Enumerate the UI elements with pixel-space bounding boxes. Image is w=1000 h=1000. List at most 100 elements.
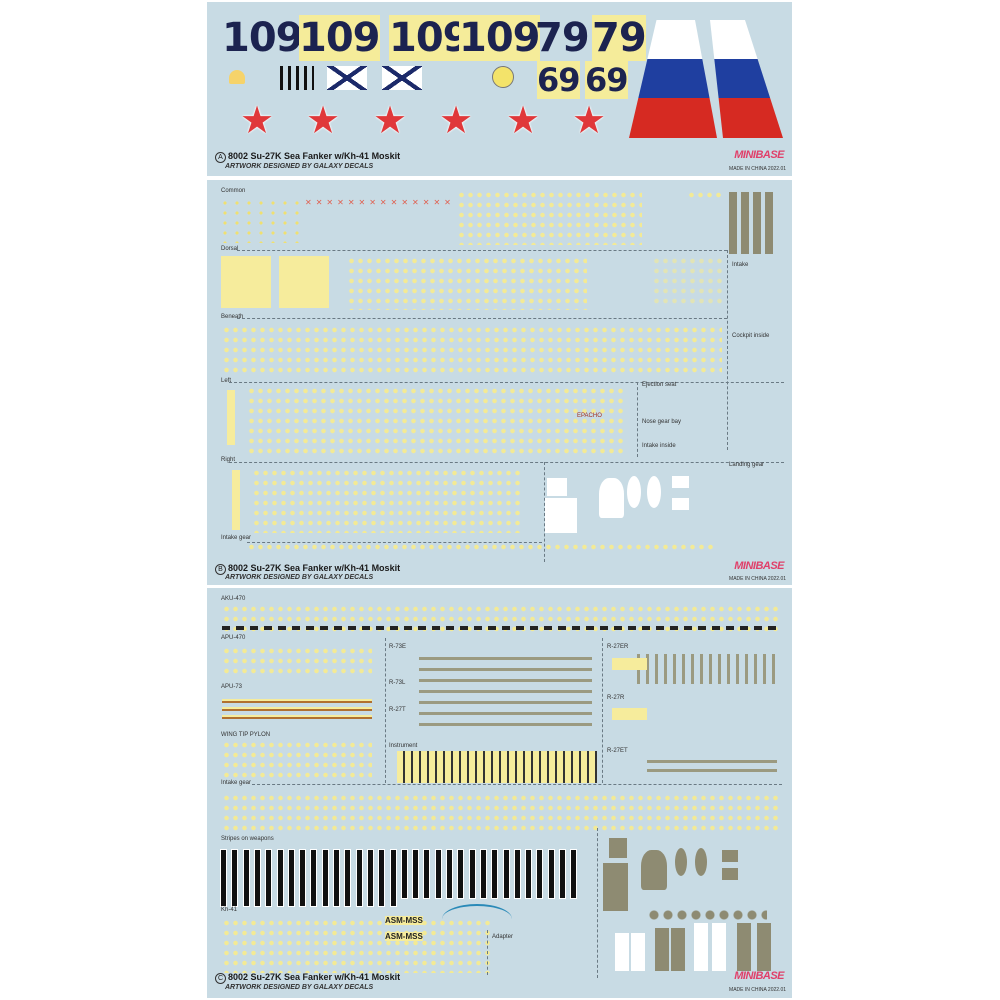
weapon-stripe	[491, 849, 499, 899]
section-label-instrument: Instrument	[389, 743, 418, 749]
decal-grey	[722, 850, 738, 862]
number-109: 109	[222, 15, 303, 61]
section-label-adapter: Adapter	[492, 934, 514, 940]
decal-blue-arc	[442, 904, 512, 934]
section-label-dorsal: Dorsal	[221, 246, 239, 252]
weapon-stripe	[310, 849, 318, 907]
decal-grey	[603, 863, 628, 911]
section-label-r-27er: R-27ER	[607, 644, 629, 650]
section-label-intake-inside: Intake inside	[642, 443, 676, 449]
weapon-stripe	[299, 849, 307, 907]
weapon-stripe	[412, 849, 420, 899]
sheet-credit: ARTWORK DESIGNED BY GALAXY DECALS	[225, 163, 374, 170]
weapon-stripe	[547, 849, 555, 899]
decal-white	[545, 498, 577, 533]
made-in-text: MADE IN CHINA 2022.01	[729, 166, 786, 172]
decal-white	[672, 498, 689, 510]
decal-white	[615, 933, 629, 971]
decal-grey	[609, 838, 627, 858]
stencil-text: EPACHO	[577, 413, 602, 419]
weapon-stripe	[468, 849, 476, 899]
divider	[487, 930, 488, 975]
section-label-kh-41: Kh-41	[221, 907, 238, 913]
decal-crosses: ✕✕✕✕✕✕✕✕✕✕✕✕✕✕✕✕✕✕✕✕✕✕✕✕✕✕✕✕✕✕✕✕✕✕✕✕✕✕✕✕…	[305, 198, 450, 207]
weapon-stripe	[355, 849, 363, 907]
section-label-beneath: Beneath	[221, 314, 244, 320]
number-79: 79	[535, 15, 590, 61]
decal-panel	[279, 256, 329, 308]
number-109: 109	[389, 15, 470, 61]
decal-white	[712, 923, 726, 971]
weapon-stripe	[423, 849, 431, 899]
decal-group	[419, 654, 592, 734]
section-label-apu-73: APU-73	[221, 684, 243, 690]
weapon-stripe	[434, 849, 442, 899]
section-label-ejection-seat: Ejection seat	[642, 382, 677, 388]
section-label-stripes: Stripes on weapons	[221, 836, 274, 842]
sukhoi-logo-icon	[492, 66, 514, 88]
decal-grey	[671, 928, 685, 971]
section-label-intake-gear: Intake gear	[221, 535, 252, 541]
decal-grey-panels	[729, 192, 774, 254]
sheet-credit: ARTWORK DESIGNED BY GALAXY DECALS	[225, 574, 374, 581]
section-label-intake: Intake	[732, 262, 749, 268]
section-label-cockpit-inside: Cockpit inside	[732, 333, 770, 339]
decal-wing	[232, 470, 240, 530]
number-109: 109	[459, 15, 540, 61]
divider	[237, 318, 727, 319]
divider	[727, 250, 728, 450]
weapon-stripe	[389, 849, 397, 907]
weapon-stripe	[220, 849, 227, 907]
red-star-icon: ★	[572, 100, 607, 142]
weapon-stripe	[242, 849, 250, 907]
decal-group	[612, 658, 647, 670]
section-label-r-73e: R-73E	[389, 644, 407, 650]
divider	[237, 250, 727, 251]
section-label-left: Left	[221, 378, 232, 384]
weapon-stripe	[536, 849, 544, 899]
decal-dots	[457, 190, 642, 245]
divider	[229, 462, 784, 463]
decal-white	[647, 476, 661, 508]
emblem-icon	[229, 70, 245, 84]
sheet-credit: ARTWORK DESIGNED BY GALAXY DECALS	[225, 984, 374, 991]
decal-group	[247, 542, 717, 552]
weapon-stripe	[321, 849, 329, 907]
decal-group	[222, 698, 372, 723]
section-label-nose-gear-bay: Nose gear bay	[642, 419, 682, 425]
divider	[637, 382, 638, 457]
decal-group	[222, 918, 492, 973]
section-label-common: Common	[221, 188, 246, 194]
weapon-stripe	[513, 849, 521, 899]
divider	[602, 638, 603, 783]
section-label-r-27t: R-27T	[389, 707, 406, 713]
divider	[544, 462, 545, 562]
decal-white	[694, 923, 708, 971]
decal-grey	[757, 923, 771, 971]
divider	[229, 382, 784, 383]
section-label-r-27et: R-27ET	[607, 748, 628, 754]
section-label-r-73l: R-73L	[389, 680, 406, 686]
section-label-r-27r: R-27R	[607, 695, 625, 701]
weapon-stripe	[276, 849, 284, 907]
weapon-stripe	[502, 849, 510, 899]
section-label-landing-gear: Landing gear	[729, 462, 765, 468]
red-star-icon: ★	[439, 100, 474, 142]
decal-sheet-c: AKU-470 APU-470 APU-73 WING TIP PYLON R-…	[207, 588, 792, 998]
decal-white	[672, 476, 689, 488]
decal-panel	[221, 256, 271, 308]
decal-white	[547, 478, 567, 496]
weapon-stripe	[344, 849, 352, 907]
section-label-intake-gear: Intake gear	[221, 780, 252, 786]
decal-group	[222, 793, 782, 835]
decal-grey	[675, 848, 687, 876]
decal-group	[247, 386, 627, 454]
decal-group	[647, 758, 777, 778]
decal-group	[652, 256, 722, 306]
decal-grey-dots	[647, 908, 767, 922]
section-label-wing-tip-pylon: WING TIP PYLON	[221, 732, 271, 738]
weapon-stripe	[366, 849, 374, 907]
